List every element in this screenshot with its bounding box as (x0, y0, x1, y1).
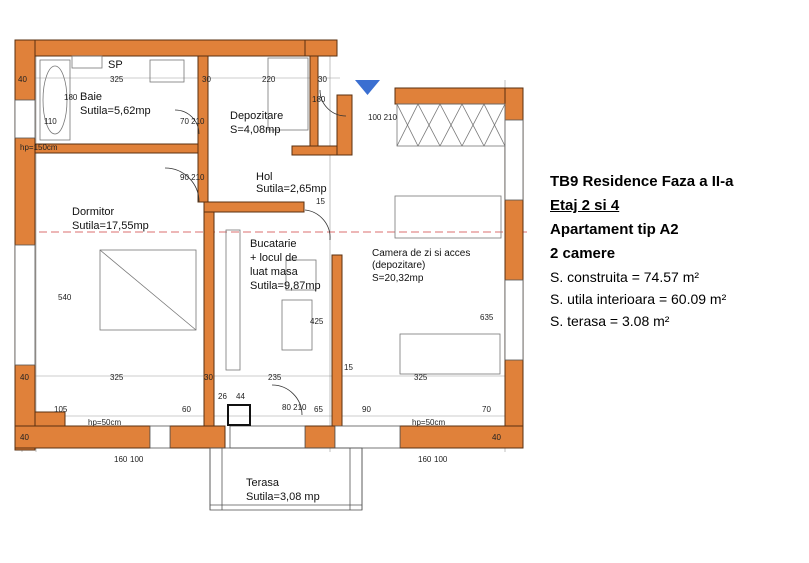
dim-label: 65 (314, 405, 323, 414)
room-bucatarie-area: Sutila=9,87mp (250, 280, 321, 292)
room-baie-name: Baie (80, 91, 102, 103)
dim-label: 325 (110, 75, 124, 84)
room-camera-line2: (depozitare) (372, 260, 425, 271)
dim-label: 100 210 (368, 113, 397, 122)
dim-label: 180 (64, 93, 78, 102)
dim-label: hp=50cm (88, 418, 121, 427)
room-sp: SP (108, 59, 123, 71)
dim-label: 325 (414, 373, 428, 382)
info-panel: TB9 Residence Faza a II-a Etaj 2 si 4 Ap… (550, 170, 800, 332)
room-hol-area: Sutila=2,65mp (256, 183, 327, 195)
info-useful-area: S. utila interioara = 60.09 m² (550, 291, 727, 307)
door-swings (164, 89, 347, 416)
dim-label: 90 210 (180, 173, 205, 182)
storage-units (39, 55, 506, 426)
dim-label: hp=150cm (20, 143, 58, 152)
dim-label: 90 (362, 405, 371, 414)
dim-label: 425 (310, 317, 324, 326)
room-bucatarie-line1: Bucatarie (250, 238, 296, 250)
dim-label: 105 (54, 405, 68, 414)
dim-label: 40 (492, 433, 501, 442)
dim-label: 235 (268, 373, 282, 382)
room-bucatarie-line3: luat masa (250, 266, 299, 278)
dim-label: 15 (316, 197, 325, 206)
info-type: Apartament tip A2 (550, 221, 679, 238)
dim-label: 30 (318, 75, 327, 84)
room-camera-area: S=20,32mp (372, 273, 424, 284)
dim-label: 30 (202, 75, 211, 84)
dim-label: 15 (344, 363, 353, 372)
room-camera-line1: Camera de zi si acces (372, 248, 470, 259)
dim-label: 70 210 (180, 117, 205, 126)
dim-label: 80 210 (282, 403, 307, 412)
dim-label: 180 (312, 95, 326, 104)
room-dormitor-name: Dormitor (72, 206, 115, 218)
dim-label: 40 (20, 373, 29, 382)
room-terasa-area: Sutila=3,08 mp (246, 491, 320, 503)
dimension-labels: 40 325 30 220 30 110 180 180 70 210 90 2… (18, 75, 501, 464)
info-terrace-area: S. terasa = 3.08 m² (550, 313, 670, 329)
entrance-marker (355, 80, 380, 95)
dim-label: 110 (44, 117, 57, 126)
room-bucatarie-line2: + locul de (250, 252, 297, 264)
windows (14, 99, 524, 449)
dim-label: 30 (204, 373, 213, 382)
info-built-area: S. construita = 74.57 m² (550, 269, 700, 285)
dim-label: 220 (262, 75, 276, 84)
room-hol-name: Hol (256, 171, 273, 183)
room-depozitare-name: Depozitare (230, 110, 283, 122)
dim-label: 100 (434, 455, 448, 464)
dim-label: 26 (218, 392, 227, 401)
dim-label: 635 (480, 313, 494, 322)
room-baie-area: Sutila=5,62mp (80, 105, 151, 117)
info-floor: Etaj 2 si 4 (550, 197, 620, 214)
dim-label: 40 (18, 75, 27, 84)
room-dormitor-area: Sutila=17,55mp (72, 220, 149, 232)
dim-label: 100 (130, 455, 144, 464)
dim-label: hp=50cm (412, 418, 445, 427)
room-terasa-name: Terasa (246, 477, 280, 489)
dim-label: 160 (114, 455, 128, 464)
dim-label: 160 (418, 455, 432, 464)
dim-label: 325 (110, 373, 124, 382)
info-title: TB9 Residence Faza a II-a (550, 173, 734, 190)
dim-label: 60 (182, 405, 191, 414)
room-depozitare-area: S=4,08mp (230, 124, 280, 136)
dim-label: 40 (20, 433, 29, 442)
terrace (209, 447, 363, 511)
dim-label: 70 (482, 405, 491, 414)
dim-label: 540 (58, 293, 72, 302)
info-rooms: 2 camere (550, 245, 616, 262)
dim-label: 44 (236, 392, 245, 401)
